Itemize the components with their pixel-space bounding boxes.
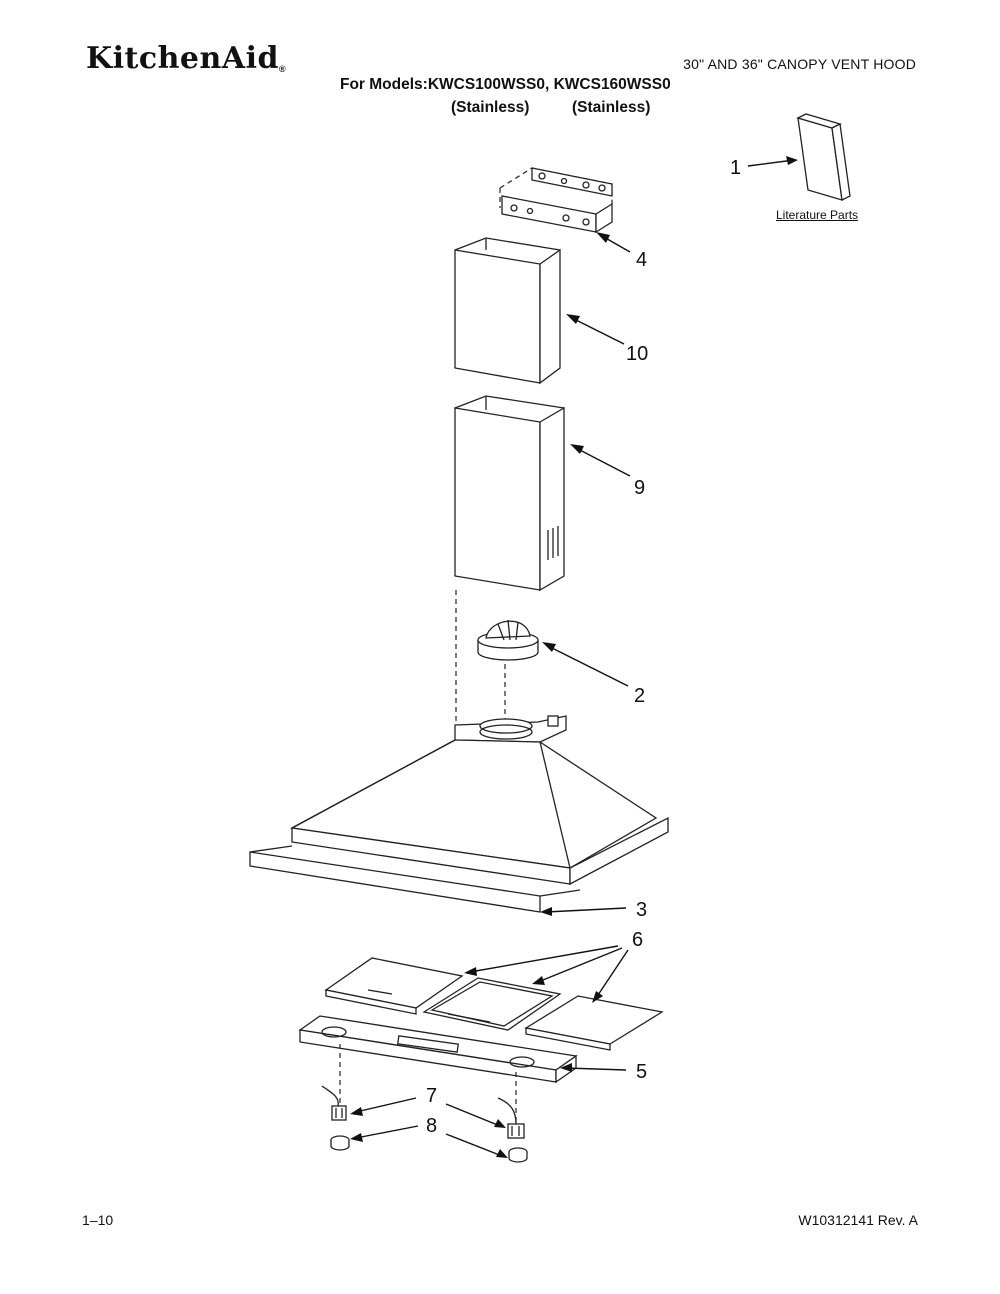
lamp-socket-left (321, 1085, 347, 1121)
finish-label-1: (Stainless) (451, 99, 530, 116)
literature-booklet (796, 113, 851, 201)
blower-damper (477, 619, 539, 661)
callout-7: 7 (426, 1085, 437, 1107)
lamp-bulb-right (508, 1147, 528, 1163)
grease-filter-left (324, 957, 464, 1015)
callout-6: 6 (632, 929, 643, 951)
callout-9: 9 (634, 477, 645, 499)
callout-5: 5 (636, 1061, 647, 1083)
bottom-panel (298, 1015, 578, 1084)
literature-parts-label: Literature Parts (776, 208, 859, 222)
callout-3: 3 (636, 899, 647, 921)
registered-mark: ® (278, 64, 287, 74)
lamp-socket-right (497, 1097, 525, 1139)
upper-chimney (454, 237, 561, 385)
callout-4: 4 (636, 249, 647, 271)
lower-chimney (454, 395, 565, 592)
duct-collar (454, 715, 567, 743)
brand-logo: KitchenAid® (86, 44, 286, 74)
callout-8: 8 (426, 1115, 437, 1137)
document-number: W10312141 Rev. A (798, 1212, 918, 1228)
models-line: For Models:KWCS100WSS0, KWCS160WSS0 (340, 76, 671, 93)
grease-filter-center (422, 977, 562, 1031)
grease-filter-right (524, 995, 664, 1051)
callout-2: 2 (634, 685, 645, 707)
duct-bracket (499, 167, 613, 234)
page-number: 1–10 (82, 1212, 114, 1228)
canopy-hood (289, 739, 669, 886)
callout-10: 10 (626, 343, 648, 365)
vent-slots (547, 526, 559, 560)
document-title: 30" AND 36" CANOPY VENT HOOD (683, 56, 916, 72)
callout-arrows (350, 156, 798, 1158)
brand-name: KitchenAid (86, 41, 279, 76)
finish-label-2: (Stainless) (572, 99, 651, 116)
callout-1: 1 (730, 157, 741, 179)
lamp-bulb-left (330, 1135, 350, 1151)
